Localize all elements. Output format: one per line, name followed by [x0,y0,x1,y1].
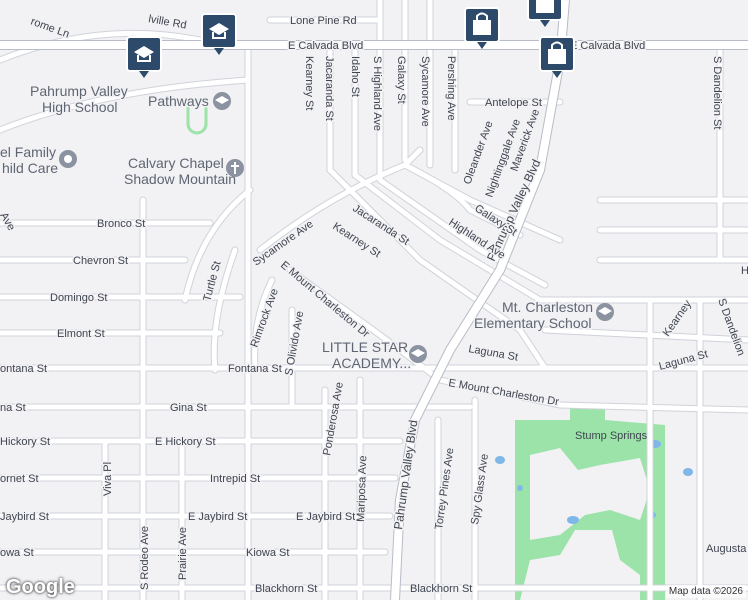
school-marker-icon[interactable] [201,13,237,55]
street-label: E Calvada Blvd [570,40,645,52]
street-label: Antelope St [485,97,542,109]
street-label: S Dandelion St [711,56,723,129]
street-label: S Rodeo Ave [139,526,151,590]
street-label: Domingo St [50,292,107,304]
street-label: Lone Pine Rd [290,15,357,27]
school-icon[interactable] [59,150,77,168]
pond [495,456,505,464]
street-label: Intrepid St [210,473,260,485]
pond [683,468,693,476]
street-label: Sycamore Ave [419,56,431,127]
street-label: Galaxy St [395,56,407,104]
street-label: rome Ln [29,16,71,41]
poi-line: High School [42,99,118,115]
street-label: Blackhorn St [410,583,472,595]
street-label: H [741,265,748,277]
street-label: Elmont St [57,328,105,340]
street-label: E Jaybird St [296,511,355,523]
street-label: Pershing Ave [445,56,457,121]
poi-label-stump-springs: Stump Springs [575,430,648,442]
school-marker-icon[interactable] [126,36,162,78]
poi-label-pathways: Pathways [148,93,209,109]
google-logo: Google [6,576,75,598]
street-label: Idaho St [349,56,361,97]
school-icon[interactable] [213,92,231,110]
school-icon[interactable] [596,303,614,321]
street-label: lville Rd [147,13,187,32]
street-label: ornet St [0,473,39,485]
street-label: Blackhorn St [255,583,317,595]
street-label: Gina St [170,402,207,414]
street-label: Mariposa Ave [355,455,369,522]
street-label: Ave [0,211,17,233]
pond [517,485,523,491]
church-icon[interactable] [226,159,244,177]
pond [567,516,579,524]
street-label: E Hickory St [155,436,216,448]
street-label: Jacaranda St [323,56,335,121]
running-track [186,98,208,135]
street-label: Jaybird St [0,511,49,523]
map-attribution[interactable]: Map data ©2026 [665,585,746,598]
street-label: S Highland Ave [371,56,383,131]
street-label: E Calvada Blvd [288,40,363,52]
street-label: Kearney [661,298,695,339]
street-label: S Dandelion [715,297,747,357]
school-icon[interactable] [409,345,427,363]
street-label: Prairie Ave [177,527,189,580]
street-label: Augusta [706,543,747,555]
shopping-bag-marker-icon[interactable] [527,0,563,27]
street-label: Viva Pl [102,462,114,496]
street-label: ontana St [0,363,47,375]
shopping-bag-marker-icon[interactable] [539,36,575,78]
street-label: Laguna St [467,343,518,364]
street-label: Fontana St [228,363,282,375]
poi-line: Pahrump Valley [30,83,128,99]
street-label: na St [0,402,26,414]
street-label: Chevron St [73,255,128,267]
street-label: E Jaybird St [188,511,247,523]
park-inner [530,448,650,540]
shopping-bag-marker-icon[interactable] [464,7,500,49]
street-label: Kiowa St [246,547,289,559]
street-label: Bronco St [97,218,145,230]
street-label: Kearney St [303,56,315,110]
street-label: Hickory St [0,436,50,448]
street-label: owa St [0,547,34,559]
